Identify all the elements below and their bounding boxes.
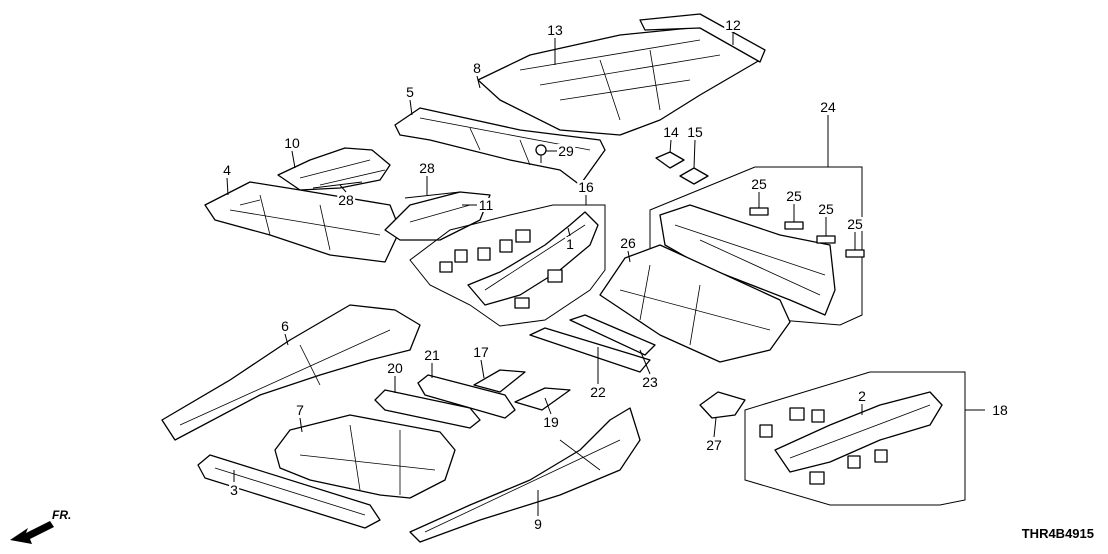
label-7: 7	[295, 402, 305, 418]
label-25-fourth: 25	[846, 216, 864, 232]
part-21-member	[417, 374, 516, 419]
part-26-rear-floor	[599, 244, 791, 363]
leader-lines	[226, 33, 863, 516]
part-28-strip-second	[404, 191, 461, 199]
part-15-bracket	[679, 167, 709, 185]
label-3: 3	[229, 482, 239, 498]
part-29-bolt	[535, 144, 547, 163]
label-17: 17	[472, 344, 490, 360]
part-9-frame	[409, 407, 641, 543]
label-29: 29	[557, 143, 575, 159]
part-28-strip	[312, 181, 363, 189]
part-1-frame	[439, 211, 599, 309]
part-25-bracket-fourth	[845, 249, 865, 258]
part-27-bracket	[699, 391, 746, 419]
label-25: 25	[750, 176, 768, 192]
label-25-second: 25	[785, 188, 803, 204]
label-4: 4	[222, 162, 232, 178]
part-19-member	[514, 387, 571, 411]
part-3-member	[197, 454, 381, 529]
label-6: 6	[280, 318, 290, 334]
label-28: 28	[337, 192, 355, 208]
label-10: 10	[283, 135, 301, 151]
part-25-bracket-second	[784, 221, 804, 230]
label-22: 22	[589, 384, 607, 400]
label-24: 24	[819, 99, 837, 115]
label-8: 8	[472, 60, 482, 76]
label-1: 1	[565, 236, 575, 252]
part-2-frame	[759, 391, 943, 485]
part-6-frame	[161, 304, 421, 441]
part-12-crossmember	[639, 13, 766, 63]
part-4-front-floor	[204, 181, 401, 263]
part-25-bracket-third	[816, 235, 836, 244]
part-22-member	[529, 327, 651, 373]
label-19: 19	[542, 414, 560, 430]
label-12: 12	[724, 17, 742, 33]
part-20-member	[374, 389, 481, 429]
label-9: 9	[533, 516, 543, 532]
label-18: 18	[991, 402, 1009, 418]
part-17-member	[473, 369, 526, 393]
label-14: 14	[662, 124, 680, 140]
label-15: 15	[686, 124, 704, 140]
label-13: 13	[546, 22, 564, 38]
part-14-bracket	[655, 151, 685, 169]
part-16-group-outline	[409, 204, 606, 327]
label-5: 5	[405, 84, 415, 100]
label-27: 27	[705, 437, 723, 453]
part-11-panel	[384, 191, 491, 241]
label-20: 20	[386, 360, 404, 376]
part-7-floor	[274, 414, 456, 499]
label-2: 2	[857, 388, 867, 404]
front-indicator-label: FR.	[52, 508, 72, 522]
part-5-crossmember	[394, 107, 606, 186]
label-26: 26	[619, 235, 637, 251]
diagram-code: THR4B4915	[1021, 526, 1094, 541]
part-18-group-outline	[744, 371, 985, 506]
label-23: 23	[641, 374, 659, 390]
label-28-second: 28	[418, 160, 436, 176]
part-10-panel	[277, 147, 391, 191]
label-21: 21	[423, 347, 441, 363]
label-11: 11	[477, 197, 495, 213]
front-arrow-icon	[10, 521, 54, 544]
part-23-member	[569, 314, 656, 356]
part-25-bracket	[749, 207, 769, 216]
label-25-third: 25	[817, 201, 835, 217]
part-13-rear-floor	[477, 24, 761, 136]
label-16: 16	[577, 179, 595, 195]
